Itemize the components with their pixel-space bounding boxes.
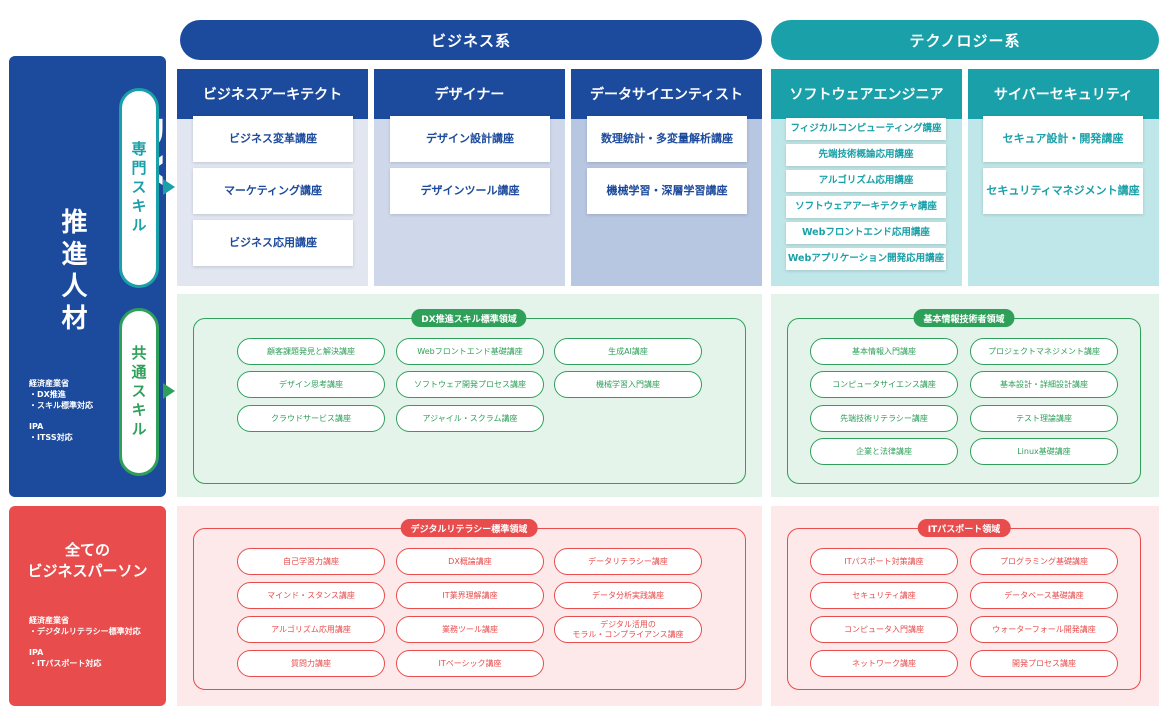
course-pill[interactable]: デザイン思考講座 <box>237 371 385 398</box>
basic-it-tag: 基本情報技術者領域 <box>913 309 1015 327</box>
course-card[interactable]: Webアプリケーション開発応用講座 <box>786 248 946 270</box>
course-pill[interactable]: データ分析実践講座 <box>554 582 702 609</box>
course-pill[interactable]: ネットワーク講座 <box>810 650 958 677</box>
course-card[interactable]: アルゴリズム応用講座 <box>786 170 946 192</box>
specialized-skill-tab: 専門スキル <box>119 88 159 288</box>
course-pill[interactable]: プログラミング基礎講座 <box>970 548 1118 575</box>
course-pill[interactable]: IT業界理解講座 <box>396 582 544 609</box>
dx-subtitle: 推進人材 <box>57 208 87 336</box>
course-pill[interactable]: ITベーシック講座 <box>396 650 544 677</box>
course-pill[interactable]: 基本設計・詳細設計講座 <box>970 371 1118 398</box>
course-pill[interactable]: 先端技術リテラシー講座 <box>810 405 958 432</box>
common-skill-label: 共通スキル <box>129 344 148 440</box>
course-pill[interactable]: 機械学習入門講座 <box>554 371 702 398</box>
column-header-designer: デザイナー <box>374 69 565 119</box>
course-card[interactable]: 数理統計・多変量解析講座 <box>587 116 747 162</box>
course-pill[interactable]: ITパスポート対策講座 <box>810 548 958 575</box>
course-card[interactable]: ソフトウェアアーキテクチャ講座 <box>786 196 946 218</box>
course-card[interactable]: デザインツール講座 <box>390 168 550 214</box>
course-pill[interactable]: 業務ツール講座 <box>396 616 544 643</box>
dx-sidebar: DX 推進人材 専門スキル 共通スキル 経済産業省 ・DX推進 ・スキル標準対応… <box>9 56 171 497</box>
course-pill[interactable]: アルゴリズム応用講座 <box>237 616 385 643</box>
course-pill[interactable]: Webフロントエンド基礎講座 <box>396 338 544 365</box>
common-skill-tab: 共通スキル <box>119 308 159 476</box>
course-pill[interactable]: デジタル活用の モラル・コンプライアンス講座 <box>554 616 702 643</box>
course-card[interactable]: セキュリティマネジメント講座 <box>983 168 1143 214</box>
column-header-data-scientist: データサイエンティスト <box>571 69 762 119</box>
course-pill[interactable]: コンピュータサイエンス講座 <box>810 371 958 398</box>
all-business-title: 全ての ビジネスパーソン <box>27 541 148 580</box>
course-card[interactable]: デザイン設計講座 <box>390 116 550 162</box>
technology-header: テクノロジー系 <box>771 20 1159 60</box>
course-pill[interactable]: 基本情報入門講座 <box>810 338 958 365</box>
course-pill[interactable]: コンピュータ入門講座 <box>810 616 958 643</box>
course-card[interactable]: マーケティング講座 <box>193 168 353 214</box>
course-pill[interactable]: ソフトウェア開発プロセス講座 <box>396 371 544 398</box>
dx-note: 経済産業省 ・DX推進 ・スキル標準対応 IPA ・ITSS対応 <box>29 379 93 442</box>
digital-literacy-tag: デジタルリテラシー標準領域 <box>400 519 538 537</box>
all-business-sidebar: 全ての ビジネスパーソン 経済産業省 ・デジタルリテラシー標準対応 IPA ・I… <box>9 506 166 706</box>
course-pill[interactable]: データベース基礎講座 <box>970 582 1118 609</box>
course-pill[interactable]: 生成AI講座 <box>554 338 702 365</box>
column-header-business-architect: ビジネスアーキテクト <box>177 69 368 119</box>
course-pill[interactable]: テスト理論講座 <box>970 405 1118 432</box>
course-pill[interactable]: クラウドサービス講座 <box>237 405 385 432</box>
course-pill[interactable]: アジャイル・スクラム講座 <box>396 405 544 432</box>
course-card[interactable]: フィジカルコンピューティング講座 <box>786 118 946 140</box>
course-card[interactable]: ビジネス変革講座 <box>193 116 353 162</box>
course-pill[interactable]: 質問力講座 <box>237 650 385 677</box>
column-header-cyber-security: サイバーセキュリティ <box>968 69 1159 119</box>
specialized-skill-label: 専門スキル <box>129 140 148 236</box>
arrow-specialized <box>163 179 175 195</box>
course-pill[interactable]: セキュリティ講座 <box>810 582 958 609</box>
course-pill[interactable]: 開発プロセス講座 <box>970 650 1118 677</box>
all-business-note: 経済産業省 ・デジタルリテラシー標準対応 IPA ・ITパスポート対応 <box>29 616 141 669</box>
it-passport-tag: ITパスポート領域 <box>917 519 1011 537</box>
course-pill[interactable]: マインド・スタンス講座 <box>237 582 385 609</box>
course-pill[interactable]: ウォーターフォール開発講座 <box>970 616 1118 643</box>
course-pill[interactable]: Linux基礎講座 <box>970 438 1118 465</box>
course-card[interactable]: セキュア設計・開発講座 <box>983 116 1143 162</box>
course-pill[interactable]: プロジェクトマネジメント講座 <box>970 338 1118 365</box>
dx-standard-tag: DX推進スキル標準領域 <box>411 309 527 327</box>
course-card[interactable]: 機械学習・深層学習講座 <box>587 168 747 214</box>
arrow-common <box>163 383 175 399</box>
course-pill[interactable]: 顧客課題発見と解決講座 <box>237 338 385 365</box>
course-card[interactable]: 先端技術概論応用講座 <box>786 144 946 166</box>
course-card[interactable]: ビジネス応用講座 <box>193 220 353 266</box>
course-card[interactable]: Webフロントエンド応用講座 <box>786 222 946 244</box>
course-pill[interactable]: DX概論講座 <box>396 548 544 575</box>
business-header: ビジネス系 <box>180 20 762 60</box>
course-pill[interactable]: データリテラシー講座 <box>554 548 702 575</box>
column-header-software-engineer: ソフトウェアエンジニア <box>771 69 962 119</box>
course-pill[interactable]: 自己学習力講座 <box>237 548 385 575</box>
course-pill[interactable]: 企業と法律講座 <box>810 438 958 465</box>
